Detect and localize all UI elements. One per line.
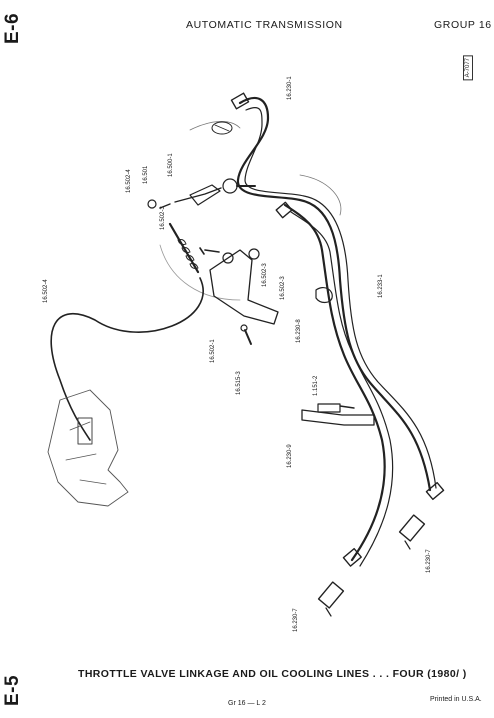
part-label: 16.230-1 — [287, 76, 293, 100]
printed-note: Printed in U.S.A. — [430, 696, 482, 703]
part-label: 16.230-8 — [296, 319, 302, 343]
page-reference: Gr 16 — L 2 — [228, 700, 266, 707]
part-label: 16.502-1 — [210, 339, 216, 363]
part-label: 16.502-4 — [43, 279, 49, 303]
part-label: 16.500-1 — [168, 153, 174, 177]
part-label: 16.501 — [143, 165, 149, 184]
part-label: 16.502-3 — [262, 263, 268, 287]
part-label: 1.151-2 — [313, 375, 319, 396]
part-label: 16.502-4 — [126, 169, 132, 193]
part-label: 16.233-1 — [378, 274, 384, 298]
part-label: 16.515-3 — [236, 371, 242, 395]
part-label: 16.230-7 — [293, 608, 299, 632]
figure-caption: THROTTLE VALVE LINKAGE AND OIL COOLING L… — [78, 668, 467, 680]
group-label: GROUP 16 — [434, 19, 492, 31]
part-label: 16.230-7 — [426, 549, 432, 573]
part-label: 16.230-9 — [287, 444, 293, 468]
page-title: AUTOMATIC TRANSMISSION — [186, 19, 343, 31]
part-label: 16.502-3 — [160, 206, 166, 230]
part-label: 16.502-3 — [280, 276, 286, 300]
